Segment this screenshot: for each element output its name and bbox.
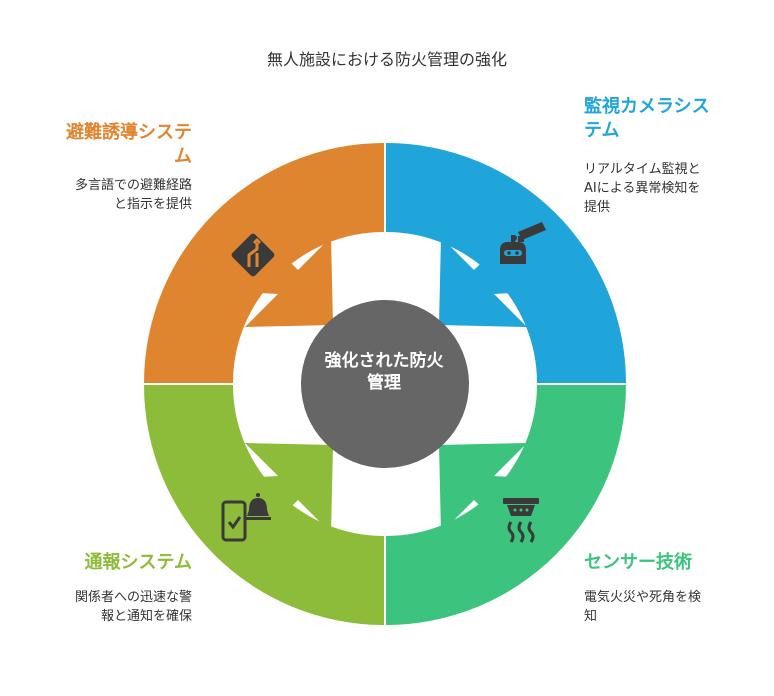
heading-sensor-technology: センサー技術: [584, 552, 692, 573]
arrow-top-left: [244, 237, 333, 327]
heading-camera-system: 監視カメラシス テム: [584, 96, 710, 141]
phone-alarm-icon: [221, 493, 271, 542]
description-evacuation-system: 多言語での避難経路 と指示を提供: [74, 178, 192, 212]
security-camera-icon: [500, 222, 546, 264]
quadrant-bottom-right: [386, 385, 626, 625]
description-sensor-technology: 電気火災や死角を検 知: [584, 590, 702, 624]
arrow-bottom-left: [244, 443, 333, 533]
center-label: 強化された防火 管理: [324, 351, 444, 393]
description-alert-system: 関係者への迅速な警 報と通知を確保: [74, 590, 192, 624]
diagram-title: 無人施設における防火管理の強化: [266, 50, 507, 69]
arrow-bottom-right: [439, 443, 528, 533]
route-sign-icon: [231, 233, 275, 277]
description-camera-system: リアルタイム監視と AIによる異常検知を 提供: [584, 162, 701, 215]
smoke-detector-icon: [503, 498, 539, 543]
center-circle: [301, 300, 469, 468]
heading-evacuation-system: 避難誘導システ ム: [66, 122, 192, 167]
arrow-top-right: [439, 237, 528, 327]
heading-alert-system: 通報システム: [84, 552, 192, 573]
